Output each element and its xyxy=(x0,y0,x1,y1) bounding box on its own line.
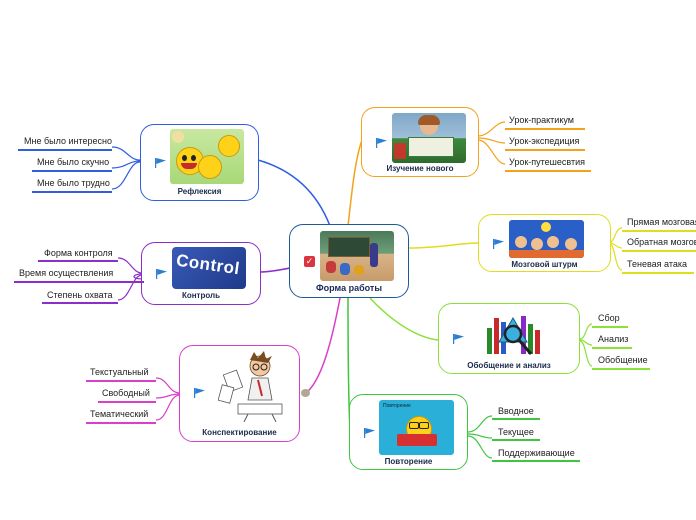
reading-smiley-image: Повторение xyxy=(379,400,454,455)
flag-icon xyxy=(156,269,167,279)
collapse-toggle-icon[interactable] xyxy=(301,389,310,397)
checkbox-icon[interactable]: ✓ xyxy=(304,256,315,267)
control-key-image: Control xyxy=(172,247,246,289)
node-refleksiya[interactable]: Рефлексия xyxy=(140,124,259,201)
flag-icon xyxy=(453,334,464,344)
brainstorm-image xyxy=(509,220,584,258)
leaf-refleksiya-3[interactable]: Мне было трудно xyxy=(37,178,110,188)
leaf-izuchenie-2[interactable]: Урок-экспедиция xyxy=(509,136,580,146)
classroom-image xyxy=(320,231,394,281)
node-shturm[interactable]: Мозговой штурм xyxy=(478,214,611,272)
node-obobshchenie[interactable]: Обобщение и анализ xyxy=(438,303,580,374)
label-kontrol: Контроль xyxy=(181,291,221,300)
label-povtorenie: Повторение xyxy=(384,457,433,466)
flag-icon xyxy=(364,428,375,438)
control-key-text: Control xyxy=(175,250,242,279)
analysis-chart-image xyxy=(487,316,540,355)
leaf-konspekt-3[interactable]: Тематический xyxy=(90,409,149,419)
node-povtorenie[interactable]: Повторение Повторение xyxy=(349,394,468,470)
label-obobshchenie: Обобщение и анализ xyxy=(467,361,551,370)
center-node[interactable]: ✓ Форма работы xyxy=(289,224,409,298)
leaf-povtorenie-2[interactable]: Текущее xyxy=(498,427,534,437)
leaf-refleksiya-2[interactable]: Мне было скучно xyxy=(37,157,110,167)
leaf-kontrol-1[interactable]: Форма контроля xyxy=(44,248,113,258)
leaf-izuchenie-1[interactable]: Урок-практикум xyxy=(509,115,574,125)
leaf-konspekt-2[interactable]: Свободный xyxy=(102,388,150,398)
student-reading-image xyxy=(392,113,466,163)
image-caption: Повторение xyxy=(383,403,411,409)
leaf-izuchenie-3[interactable]: Урок-путешесвтия xyxy=(509,157,585,167)
flag-icon xyxy=(155,158,166,168)
flag-icon xyxy=(376,138,387,148)
leaf-kontrol-2[interactable]: Время осуществления xyxy=(19,268,114,278)
flag-icon xyxy=(493,239,504,249)
leaf-povtorenie-3[interactable]: Поддерживающие xyxy=(498,448,575,458)
connector-kontrol xyxy=(259,267,291,273)
leaf-refleksiya-1[interactable]: Мне было интересно xyxy=(24,136,112,146)
leaf-kontrol-3[interactable]: Степень охвата xyxy=(47,290,113,300)
connector-konspekt xyxy=(305,297,341,394)
leaf-konspekt-1[interactable]: Текстуальный xyxy=(90,367,149,377)
emoji-faces-image xyxy=(170,129,244,184)
leaf-obobshchenie-3[interactable]: Обобщение xyxy=(598,355,648,365)
label-shturm: Мозговой штурм xyxy=(511,260,578,269)
leaf-obobshchenie-1[interactable]: Сбор xyxy=(598,313,620,323)
connector-obobshchenie xyxy=(369,297,439,341)
label-izuchenie: Изучение нового xyxy=(386,164,454,173)
leaf-shturm-3[interactable]: Теневая атака xyxy=(627,259,688,269)
node-konspekt[interactable]: Конспектирование xyxy=(179,345,300,442)
node-kontrol[interactable]: Control Контроль xyxy=(141,242,261,305)
leaf-povtorenie-1[interactable]: Вводное xyxy=(498,406,534,416)
leaf-obobshchenie-2[interactable]: Анализ xyxy=(598,334,629,344)
connector-izuchenie xyxy=(347,139,363,227)
connector-shturm xyxy=(407,242,479,249)
label-konspekt: Конспектирование xyxy=(202,428,277,437)
flag-icon xyxy=(194,388,205,398)
leaf-shturm-1[interactable]: Прямая мозговая атака xyxy=(627,217,696,227)
node-izuchenie[interactable]: Изучение нового xyxy=(361,107,479,177)
leaf-shturm-2[interactable]: Обратная мозговая атака xyxy=(627,237,696,247)
writing-man-image xyxy=(218,351,283,422)
center-label: Форма работы xyxy=(315,283,383,293)
label-refleksiya: Рефлексия xyxy=(177,187,222,196)
connector-refleksiya xyxy=(257,159,331,227)
